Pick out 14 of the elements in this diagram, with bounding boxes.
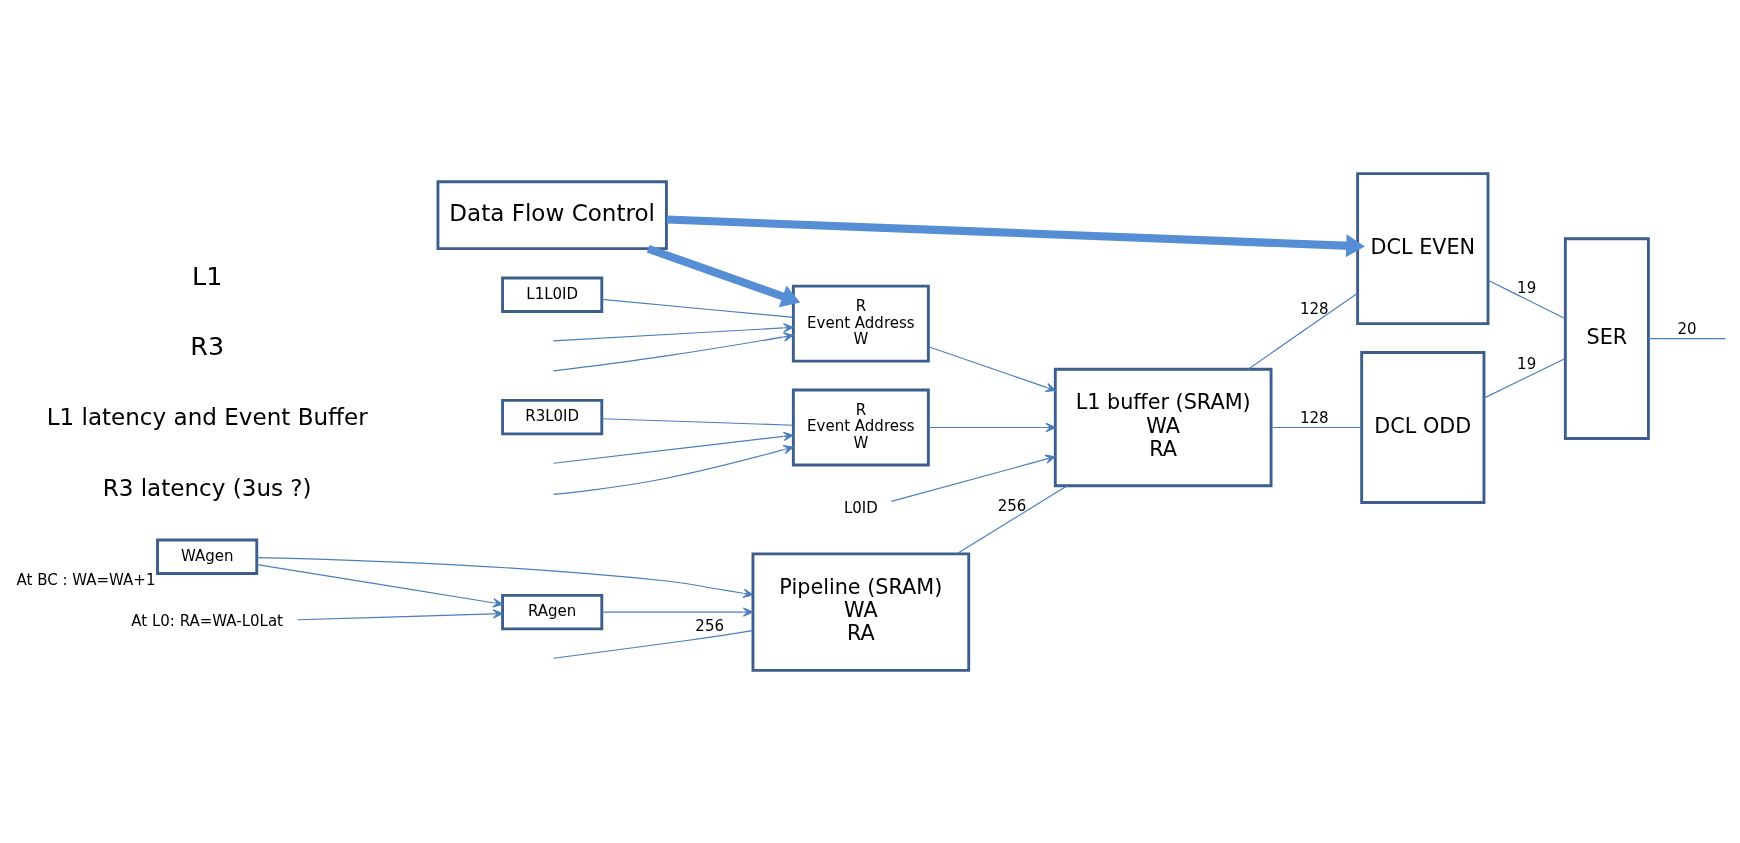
node-text: L0ID bbox=[843, 498, 878, 517]
label: L1 latency and Event Buffer bbox=[46, 403, 368, 430]
node-text: At L0: RA=WA-L0Lat bbox=[130, 611, 283, 630]
edge-label: 19 bbox=[1516, 354, 1536, 373]
edge-label: 20 bbox=[1677, 319, 1697, 338]
edge-label: 128 bbox=[1299, 408, 1329, 427]
edge-label: 128 bbox=[1299, 299, 1329, 318]
label: R3 latency (3us ?) bbox=[102, 474, 312, 501]
label: R3 bbox=[189, 330, 224, 361]
label: L1 bbox=[191, 260, 222, 291]
edge-label: 256 bbox=[997, 496, 1026, 515]
node-label: At BC : WA=WA+1 bbox=[16, 570, 155, 589]
edge-label: 256 bbox=[694, 616, 724, 635]
edge-label: 19 bbox=[1516, 278, 1536, 297]
